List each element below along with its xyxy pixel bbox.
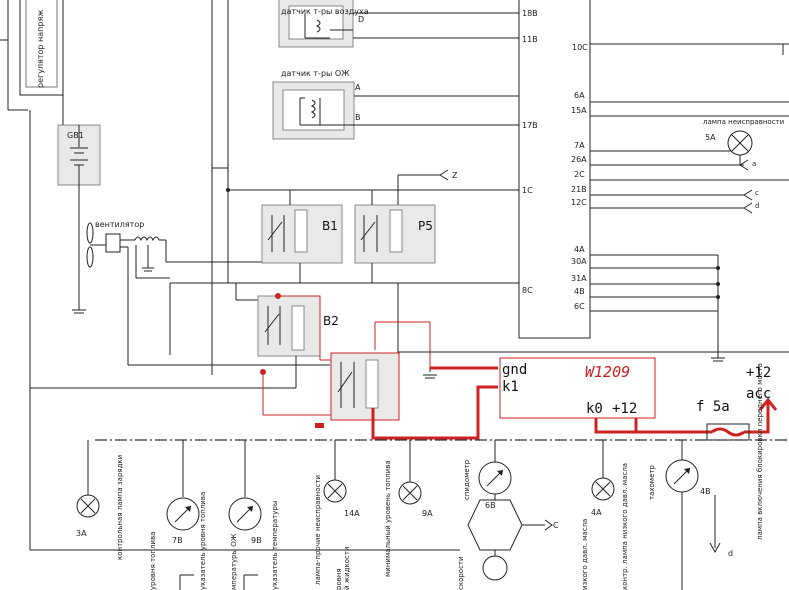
red-relay-wiring xyxy=(260,293,431,428)
pin-4a: 4A xyxy=(574,245,585,254)
partial-oil-text: изкого давл. масла xyxy=(581,519,589,590)
pin-26a: 26A xyxy=(571,155,587,164)
w1209-relay xyxy=(330,352,400,421)
pin-1c: 1C xyxy=(522,186,533,195)
ab-label-a: a xyxy=(752,160,756,168)
instrument-4b-id: 4B xyxy=(700,487,711,496)
fuse-label: f 5a xyxy=(696,399,730,415)
pin-30a: 30A xyxy=(571,257,587,266)
instrument-7b-id: 7B xyxy=(172,536,183,545)
instrument-3a-id: 3A xyxy=(76,529,87,538)
instrument-9a-text: минимальный уровень топлива xyxy=(384,460,392,577)
instrument-9b: 9B указатель температуры мпературы ОЖ xyxy=(228,440,279,590)
pin-7a: 7A xyxy=(574,141,585,150)
pin-21b: 21B xyxy=(571,185,587,194)
lamp-5a-label: 5A xyxy=(705,133,716,142)
partial-speed-text: скорости xyxy=(457,556,465,590)
instrument-14a-id: 14A xyxy=(344,509,360,518)
ecu-connector xyxy=(518,0,591,339)
instrument-4a: 4A контр. лампа низкого давл. масла изко… xyxy=(581,440,629,590)
coolant-sensor-label: датчик т-ры ОЖ xyxy=(281,69,350,78)
instrument-4a-id: 4A xyxy=(591,508,602,517)
pin-6a: 6A xyxy=(574,91,585,100)
instrument-6b-text: спидометр xyxy=(463,459,471,500)
partial-fluid-text: й жидкости xyxy=(343,547,351,590)
instrument-9b-id: 9B xyxy=(251,536,262,545)
acc-label: acc xyxy=(746,386,771,402)
relay-b1: B1 xyxy=(261,190,343,283)
instrument-6b: 6B спидометр C скорости xyxy=(457,440,559,590)
pin-6c: 6C xyxy=(574,302,585,311)
red-power-wiring xyxy=(371,366,778,440)
pin-17b: 17B xyxy=(522,121,538,130)
pin-11b: 11B xyxy=(522,35,538,44)
pin-31a: 31A xyxy=(571,274,587,283)
front-axle-lamp-text: лампа включения блокировки переднего мос… xyxy=(756,363,764,540)
plus12-top-label: +12 xyxy=(746,365,771,381)
air-temp-sensor-label: датчик т-ры воздуха xyxy=(281,7,369,16)
coolant-sensor-pin-b: B xyxy=(355,113,361,122)
coolant-temperature-sensor: датчик т-ры ОЖ A B xyxy=(272,69,519,140)
relay-b2-label: B2 xyxy=(323,314,339,328)
instrument-3a-text: контрольная лампа зарядки xyxy=(116,455,124,560)
voltage-regulator: регулятор напряж xyxy=(0,0,64,111)
partial-fluid2-text: ровня xyxy=(335,568,343,590)
pin-12c: 12C xyxy=(571,198,587,207)
battery-gb1: GB1 xyxy=(57,124,101,314)
coolant-sensor-pin-a: A xyxy=(355,83,361,92)
gnd-label: gnd xyxy=(502,362,527,378)
k0-label: k0 xyxy=(586,401,603,417)
instrument-4b-text: тахометр xyxy=(648,465,656,500)
instrument-3a: 3A контрольная лампа зарядки xyxy=(76,440,124,560)
instrument-9b-text: указатель температуры xyxy=(271,501,279,590)
relay-p5-label: P5 xyxy=(418,219,433,233)
w1209-label: W1209 xyxy=(585,363,630,381)
ecu-left-pins: 18B 11B 17B 1C 8C xyxy=(522,9,538,295)
pin-4b: 4B xyxy=(574,287,585,296)
fuse-f5a: f 5a xyxy=(696,399,750,441)
w1209-module: gnd k1 W1209 k0 +12 xyxy=(499,357,656,419)
ecu-right-wires xyxy=(590,43,789,362)
arrow-d-label: d xyxy=(728,549,733,558)
instrument-9a: 9A минимальный уровень топлива xyxy=(384,440,433,577)
partial-coolant-text: мпературы ОЖ xyxy=(230,533,238,590)
relay-b1-label: B1 xyxy=(322,219,338,233)
pin-18b: 18B xyxy=(522,9,538,18)
z-label: Z xyxy=(452,171,458,180)
instrument-14a: 14A лампа-прочие неисправности й жидкост… xyxy=(314,440,360,590)
instrument-7b: 7B указатель уровня топлива уровня топли… xyxy=(149,440,207,590)
instrument-front-axle-lock: лампа включения блокировки переднего мос… xyxy=(756,363,764,540)
malfunction-lamp-label: лампа неисправности xyxy=(703,118,784,126)
plus12-module-label: +12 xyxy=(612,401,637,417)
partial-fuel-text: уровня топлива xyxy=(149,532,157,590)
k1-label: k1 xyxy=(502,379,519,395)
instrument-9a-id: 9A xyxy=(422,509,433,518)
instrument-4a-text: контр. лампа низкого давл. масла xyxy=(621,463,629,590)
relay-p5: P5 xyxy=(354,190,436,283)
malfunction-lamp: лампа неисправности 5A a c d xyxy=(703,118,784,214)
air-temperature-sensor: датчик т-ры воздуха D xyxy=(278,0,519,48)
ab-label-c: c xyxy=(755,189,759,197)
instrument-14a-text: лампа-прочие неисправности xyxy=(314,475,322,585)
fan-label: вентилятор xyxy=(95,220,144,229)
air-sensor-pin-d: D xyxy=(358,15,364,24)
pin-15a: 15A xyxy=(571,106,587,115)
fan: вентилятор xyxy=(86,220,262,365)
ab-label-d: d xyxy=(755,202,759,210)
gb1-label: GB1 xyxy=(67,131,84,140)
pin-2c: 2C xyxy=(574,170,585,179)
regulator-label: регулятор напряж xyxy=(36,10,45,89)
instrument-7b-text: указатель уровня топлива xyxy=(199,492,207,590)
instrument-6b-id: 6B xyxy=(485,501,496,510)
arrow-c-label: C xyxy=(553,521,559,530)
instrument-4b: 4B тахометр d xyxy=(648,440,733,590)
ecu-right-pins: 10C 6A 15A 7A 26A 2C 21B 12C 4A 30A 31A … xyxy=(571,43,588,311)
pin-8c: 8C xyxy=(522,286,533,295)
instruments-row: 3A контрольная лампа зарядки 7B указател… xyxy=(76,363,764,590)
pin-10c: 10C xyxy=(572,43,588,52)
